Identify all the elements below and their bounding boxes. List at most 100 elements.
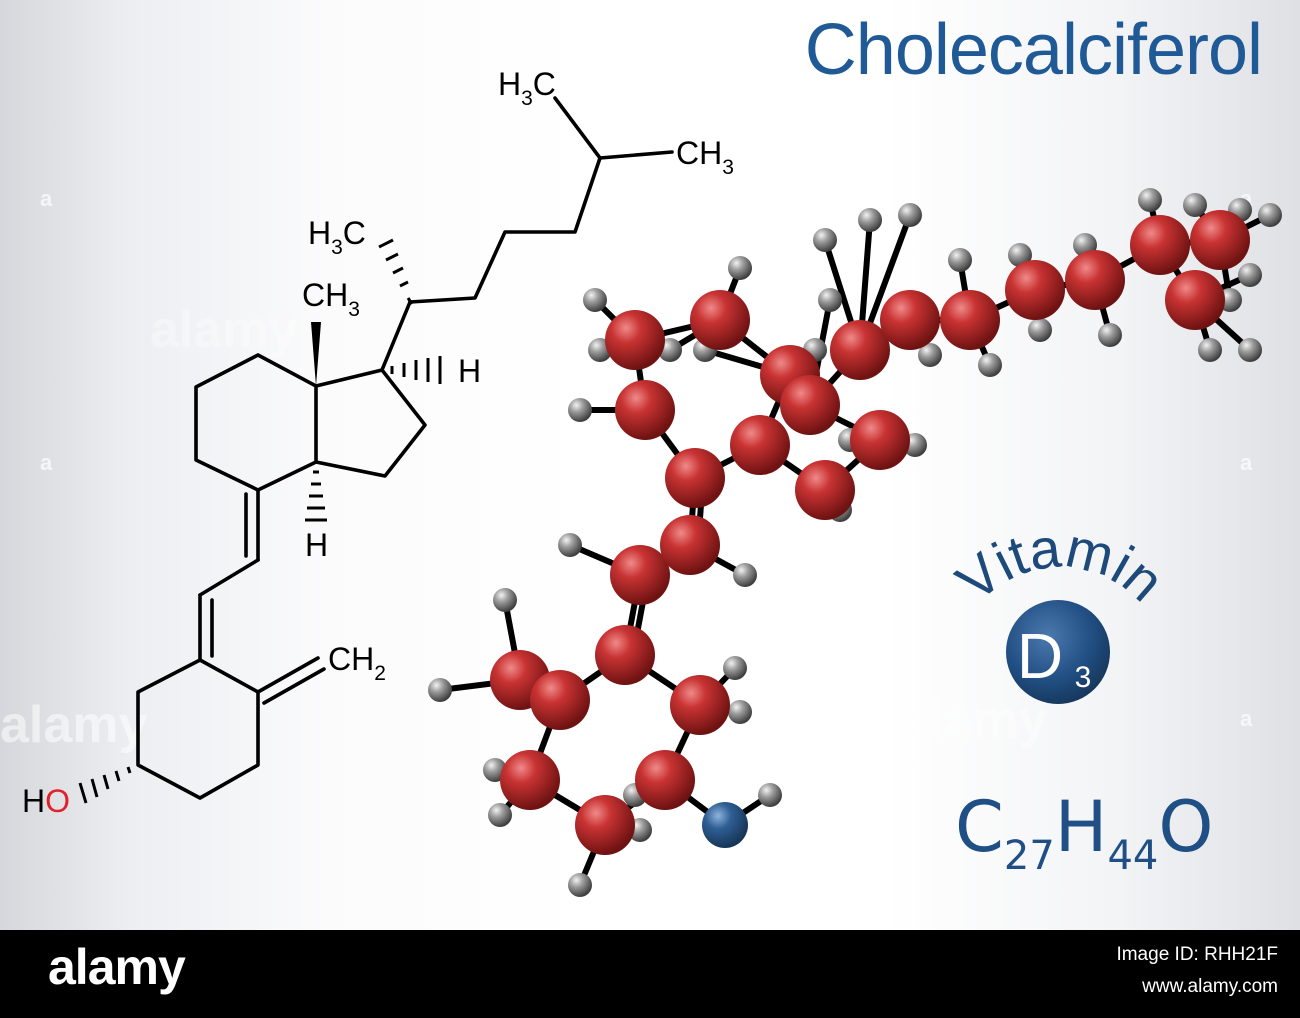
watermark-mark-2: a (40, 450, 53, 475)
footer-image-id: Image ID: RHH21F (1116, 944, 1278, 965)
formula-c: C (955, 786, 1004, 868)
cyclohexane-ring (194, 353, 318, 492)
carbon-atom (1190, 210, 1250, 270)
formula-h-count: 44 (1107, 833, 1159, 879)
watermark-upper: alamy (150, 301, 298, 359)
formula-o: O (1158, 786, 1214, 868)
vitamin-badge-subscript: 3 (1075, 661, 1092, 694)
carbon-atom (1130, 215, 1190, 275)
hydrogen-atom (978, 353, 1002, 377)
hydrogen-atom (568, 873, 592, 897)
h-bottom-hashed-wedge (305, 470, 327, 522)
ball-stick-atoms (428, 188, 1282, 897)
hydrogen-atom (818, 288, 842, 312)
hydrogen-atom (728, 700, 752, 724)
hydrogen-atom (1238, 338, 1262, 362)
hydrogen-atom (918, 343, 942, 367)
carbon-atom (690, 290, 750, 350)
hydrogen-atom (493, 588, 517, 612)
molecular-formula: C27H44O (955, 792, 1213, 876)
carbon-atom (780, 375, 840, 435)
carbon-atom (1005, 260, 1065, 320)
carbon-atom (530, 670, 590, 730)
carbon-atom (830, 320, 890, 380)
watermark-mark-6: a (640, 186, 653, 211)
vitamin-badge-circle (1006, 600, 1110, 704)
hydrogen-atom (1028, 318, 1052, 342)
carbon-atom (850, 410, 910, 470)
hydrogen-atom (1138, 188, 1162, 212)
carbon-atom (670, 675, 730, 735)
hydrogen-atom (583, 288, 607, 312)
label-h3c-top: H3C (498, 66, 556, 110)
hydrogen-atom (1008, 243, 1032, 267)
chain-to-ring-bond (380, 300, 412, 372)
footer-logo[interactable]: alamy (48, 939, 186, 995)
carbon-atom (610, 545, 670, 605)
hydrogen-atom (1258, 203, 1282, 227)
footer-bar: alamy Image ID: RHH21F www.alamy.com (0, 930, 1300, 1018)
hydrogen-atom (1238, 263, 1262, 287)
compound-title: Cholecalciferol (804, 10, 1263, 90)
label-h-bottom: H (305, 527, 328, 563)
watermark-mark-1: a (40, 186, 53, 211)
hydrogen-atom (813, 228, 837, 252)
branch-hashed-wedge (378, 238, 414, 305)
carbon-atom (500, 750, 560, 810)
cyclopentane-ring (314, 368, 427, 478)
illustration-canvas: alamy alamy alamy alamy a a a a a a Chol… (0, 0, 1300, 930)
hydrogen-atom (898, 203, 922, 227)
methylene-bond-b (262, 667, 326, 705)
carbon-atom (665, 448, 725, 508)
label-h-right: H (458, 353, 481, 389)
vitamin-badge-letter: D (1017, 620, 1063, 692)
carbon-atom (1065, 250, 1125, 310)
carbon-atom (605, 310, 665, 370)
hydrogen-atom (428, 678, 452, 702)
watermark-left: alamy (0, 696, 148, 754)
hydrogen-atom (1098, 323, 1122, 347)
label-ch3-right: CH3 (676, 135, 734, 179)
watermark-mark-5: a (1240, 706, 1253, 731)
watermark-mark-4: a (1240, 450, 1253, 475)
hydrogen-atom (948, 248, 972, 272)
h-right-hashed-wedge (390, 356, 442, 384)
formula-h: H (1054, 786, 1108, 868)
carbon-atom (730, 415, 790, 475)
hydrogen-atom (733, 563, 757, 587)
carbon-atom (1165, 270, 1225, 330)
hydrogen-atom (858, 208, 882, 232)
hydrogen-atom (728, 256, 752, 280)
carbon-atom (595, 625, 655, 685)
formula-c-count: 27 (1003, 833, 1055, 879)
hydrogen-atom (488, 803, 512, 827)
oxygen-atom (702, 802, 748, 848)
linker-single-bond (198, 558, 260, 597)
hydrogen-atom (1183, 193, 1207, 217)
carbon-atom (575, 795, 635, 855)
angular-methyl-wedge (311, 322, 321, 386)
carbon-atom (880, 290, 940, 350)
vitamin-arc-text: Vitamin (944, 515, 1176, 613)
carbon-atom (635, 750, 695, 810)
footer-url[interactable]: www.alamy.com (1142, 976, 1278, 997)
hydrogen-atom (558, 533, 582, 557)
hydrogen-atom (1198, 338, 1222, 362)
label-ch2: CH2 (328, 641, 386, 685)
carbon-atom (615, 380, 675, 440)
hydrogen-atom (723, 656, 747, 680)
side-chain-bonds (408, 96, 602, 304)
watermark-right: alamy (900, 691, 1048, 749)
carbon-atom (795, 460, 855, 520)
carbon-atom (660, 515, 720, 575)
hydroxyl-hashed-wedge (78, 766, 132, 804)
hydrogen-atom (758, 783, 782, 807)
methylene-bond-a (256, 656, 320, 694)
label-hydroxyl: HO (22, 783, 70, 819)
label-h3c-branch: H3C (308, 215, 366, 259)
a-ring (136, 658, 260, 800)
skeletal-structure: H3C CH3 H3C CH3 H H CH2 HO Vitamin D 3 (22, 66, 1282, 897)
isopropyl-bond (598, 150, 674, 160)
carbon-atom (940, 290, 1000, 350)
label-ch3-angular: CH3 (302, 277, 360, 321)
